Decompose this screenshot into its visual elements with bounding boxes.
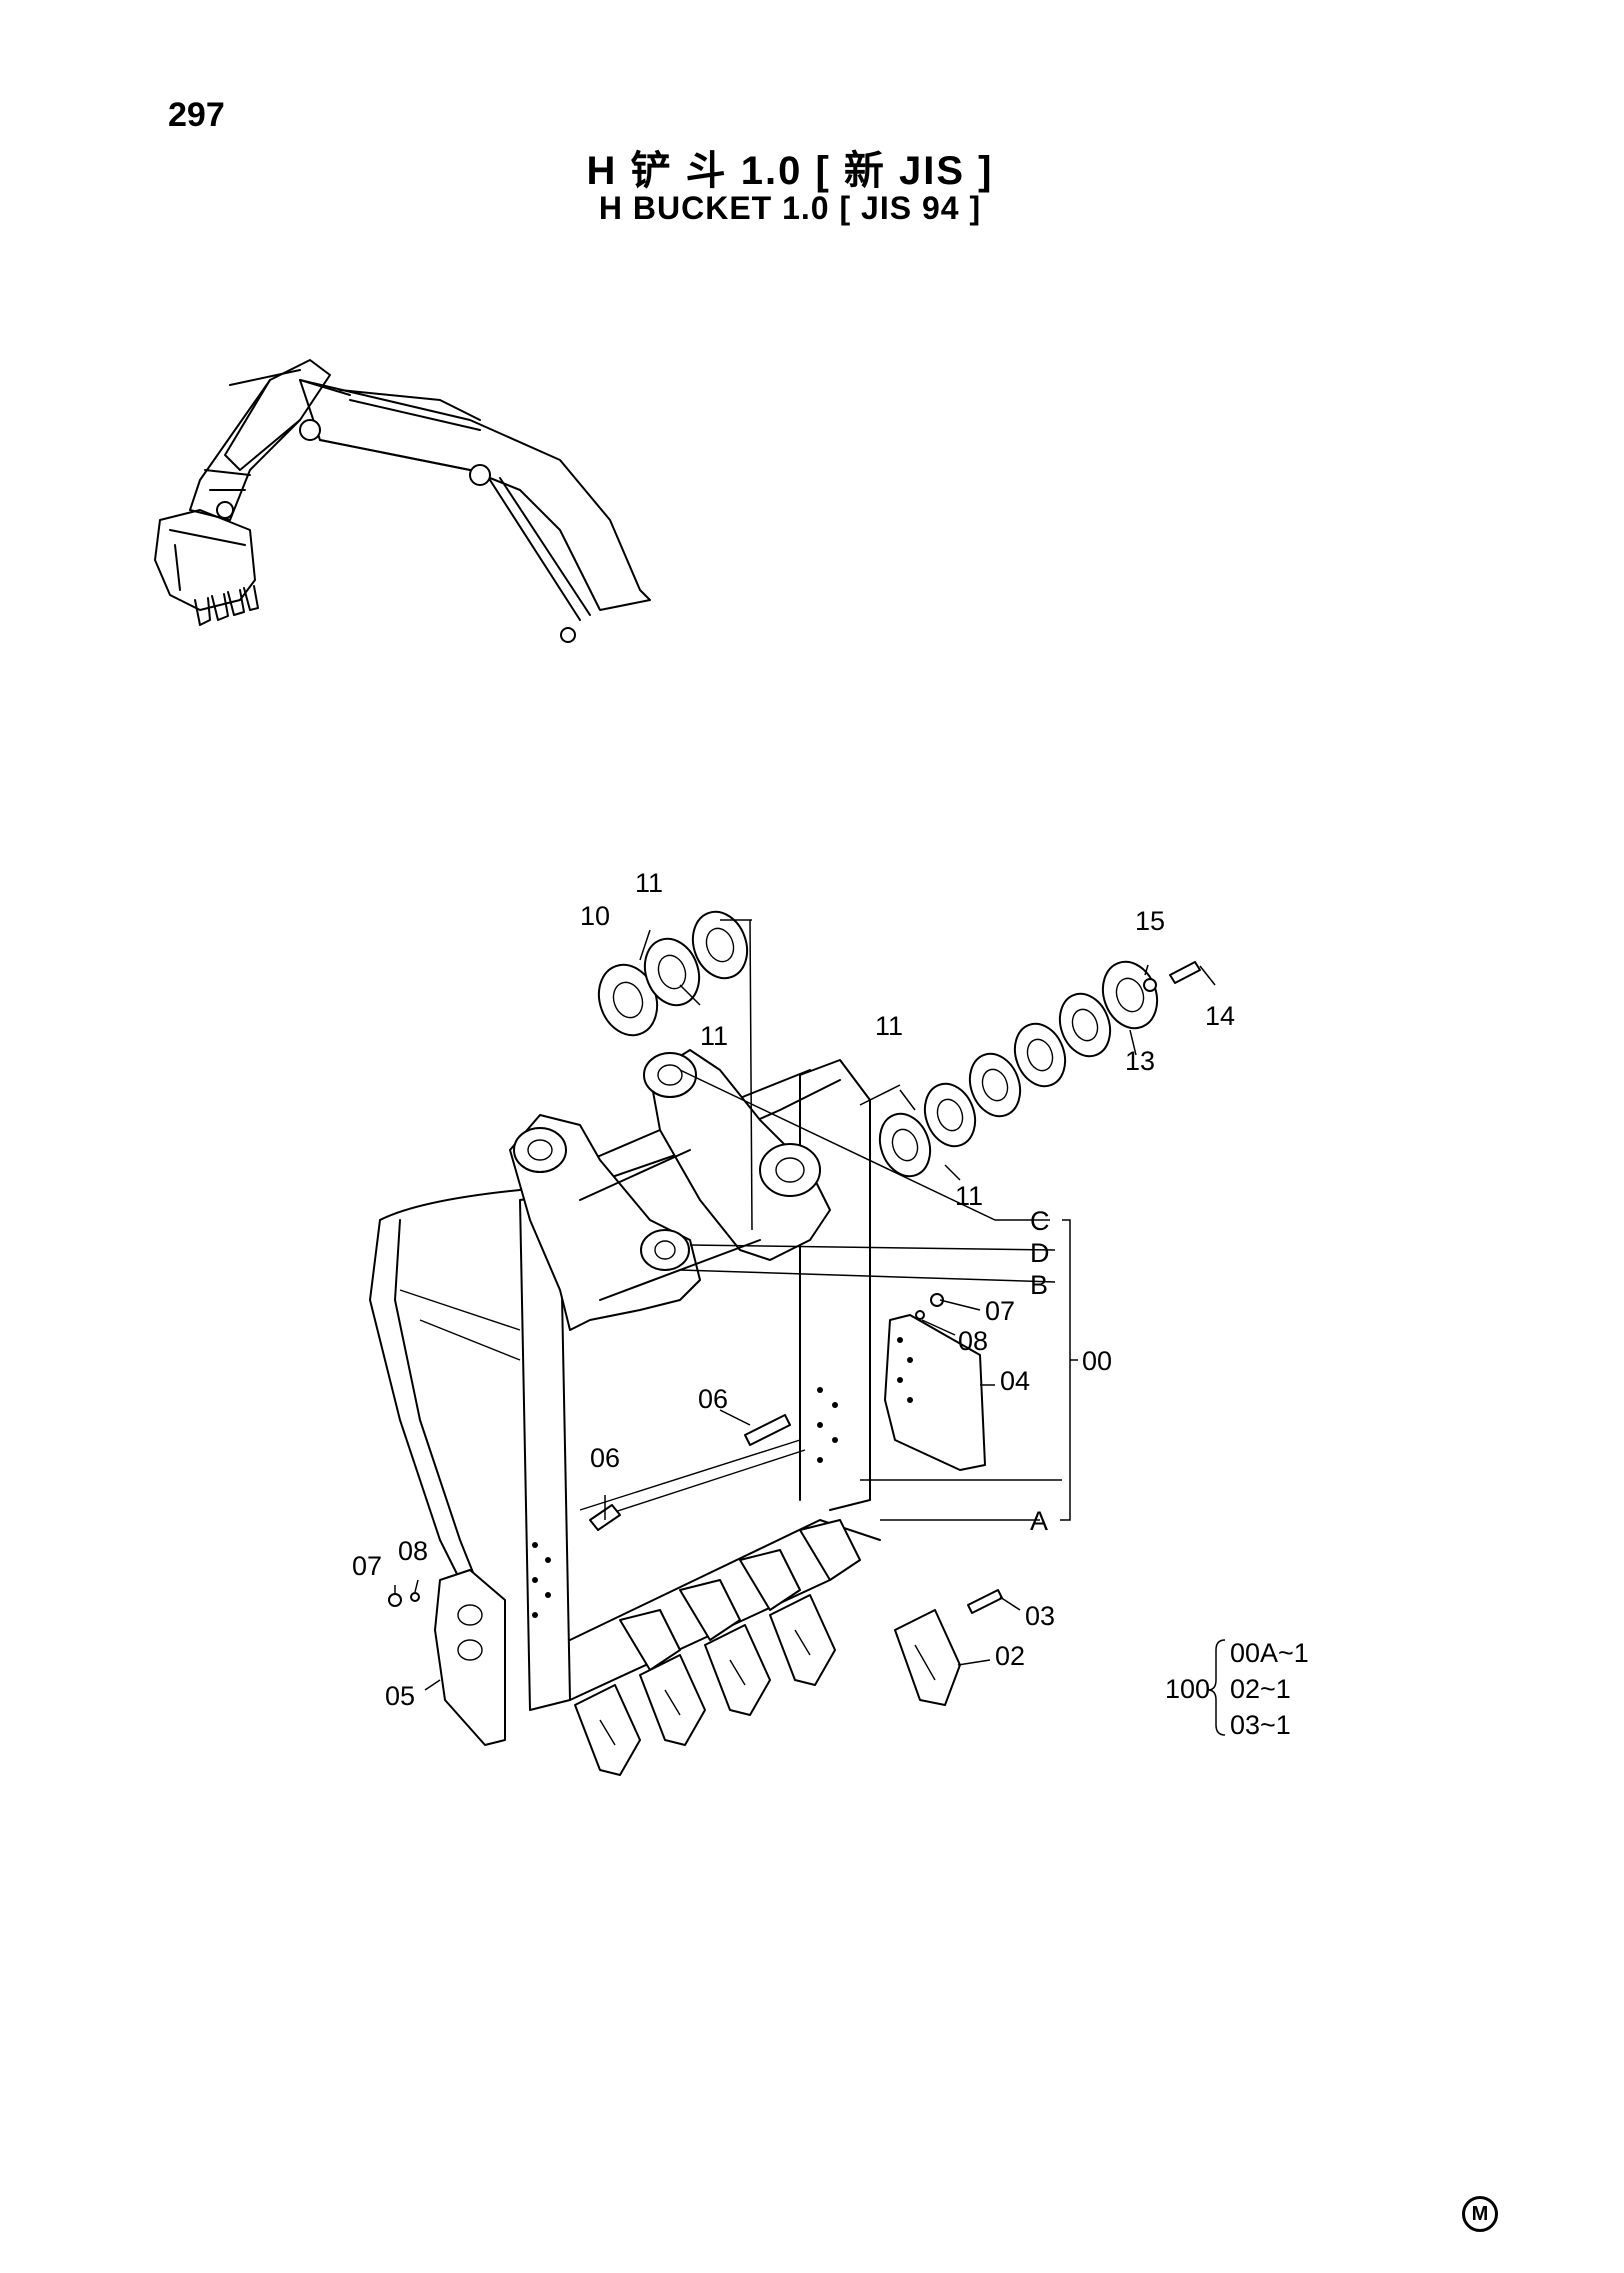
shim-group-right (878, 960, 1201, 1178)
side-cutter-04 (884, 1314, 986, 1471)
callout-02: 02 (995, 1641, 1025, 1671)
callout-C: C (1030, 1206, 1050, 1236)
pin-part-03 (967, 1589, 1003, 1614)
callout-11-a: 11 (635, 868, 663, 898)
kit-list: 100 00A~1 02~1 03~1 (1165, 1638, 1309, 1740)
callout-06-a: 06 (698, 1384, 728, 1414)
callout-08-b: 08 (398, 1536, 428, 1566)
kit-label: 100 (1165, 1674, 1210, 1704)
callout-00: 00 (1082, 1346, 1112, 1376)
footer-mark: M (1462, 2196, 1498, 2232)
callout-08-a: 08 (958, 1326, 988, 1356)
kit-item: 02~1 (1230, 1674, 1291, 1704)
callout-A: A (1030, 1506, 1048, 1536)
callout-14: 14 (1205, 1001, 1235, 1031)
bucket-assembly (369, 1049, 881, 1711)
callout-13: 13 (1125, 1046, 1155, 1076)
callout-labels: 10 11 11 11 11 15 14 13 C D B A 00 07 08… (352, 868, 1235, 1711)
tooth-part-02 (894, 1609, 961, 1706)
leader-lines (394, 919, 1216, 1691)
callout-07-b: 07 (352, 1551, 382, 1581)
kit-item: 03~1 (1230, 1710, 1291, 1740)
page-number: 297 (168, 96, 225, 134)
title-chinese: H 铲 斗 1.0 [ 新 JIS ] (586, 149, 994, 193)
excavator-arm-overview (154, 359, 651, 643)
callout-D: D (1030, 1238, 1050, 1268)
title-english: H BUCKET 1.0 [ JIS 94 ] (598, 190, 982, 226)
callout-15: 15 (1135, 906, 1165, 936)
callout-11-d: 11 (955, 1181, 983, 1211)
callout-05: 05 (385, 1681, 415, 1711)
callout-11-c: 11 (875, 1011, 903, 1041)
callout-10: 10 (580, 901, 610, 931)
callout-07-a: 07 (985, 1296, 1015, 1326)
bucket-teeth (574, 1594, 836, 1776)
shim-group-left (597, 910, 749, 1037)
callout-06-b: 06 (590, 1443, 620, 1473)
callout-03: 03 (1025, 1601, 1055, 1631)
kit-item: 00A~1 (1230, 1638, 1309, 1668)
callout-B: B (1030, 1270, 1048, 1300)
side-cutter-05 (434, 1569, 506, 1746)
callout-04: 04 (1000, 1366, 1030, 1396)
callout-11-b: 11 (700, 1021, 728, 1051)
